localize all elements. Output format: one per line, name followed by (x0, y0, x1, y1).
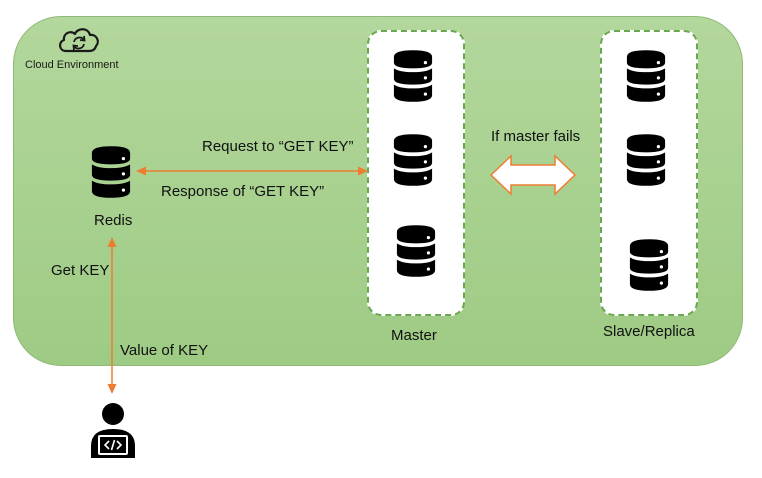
cloud-sync-icon (56, 26, 102, 59)
request-label: Request to “GET KEY” (202, 138, 354, 155)
developer-user-icon (89, 402, 137, 463)
request-response-arrow (136, 166, 368, 176)
replica-label: Slave/Replica (603, 323, 695, 340)
get-key-arrow (107, 237, 117, 394)
failover-label: If master fails (491, 128, 581, 145)
cloud-environment-label: Cloud Environment (25, 59, 119, 71)
master-label: Master (391, 327, 437, 344)
value-of-key-label: Value of KEY (120, 342, 209, 359)
failover-arrow (489, 154, 577, 196)
response-label: Response of “GET KEY” (161, 183, 325, 200)
get-key-label: Get KEY (51, 262, 110, 279)
redis-label: Redis (94, 212, 133, 229)
